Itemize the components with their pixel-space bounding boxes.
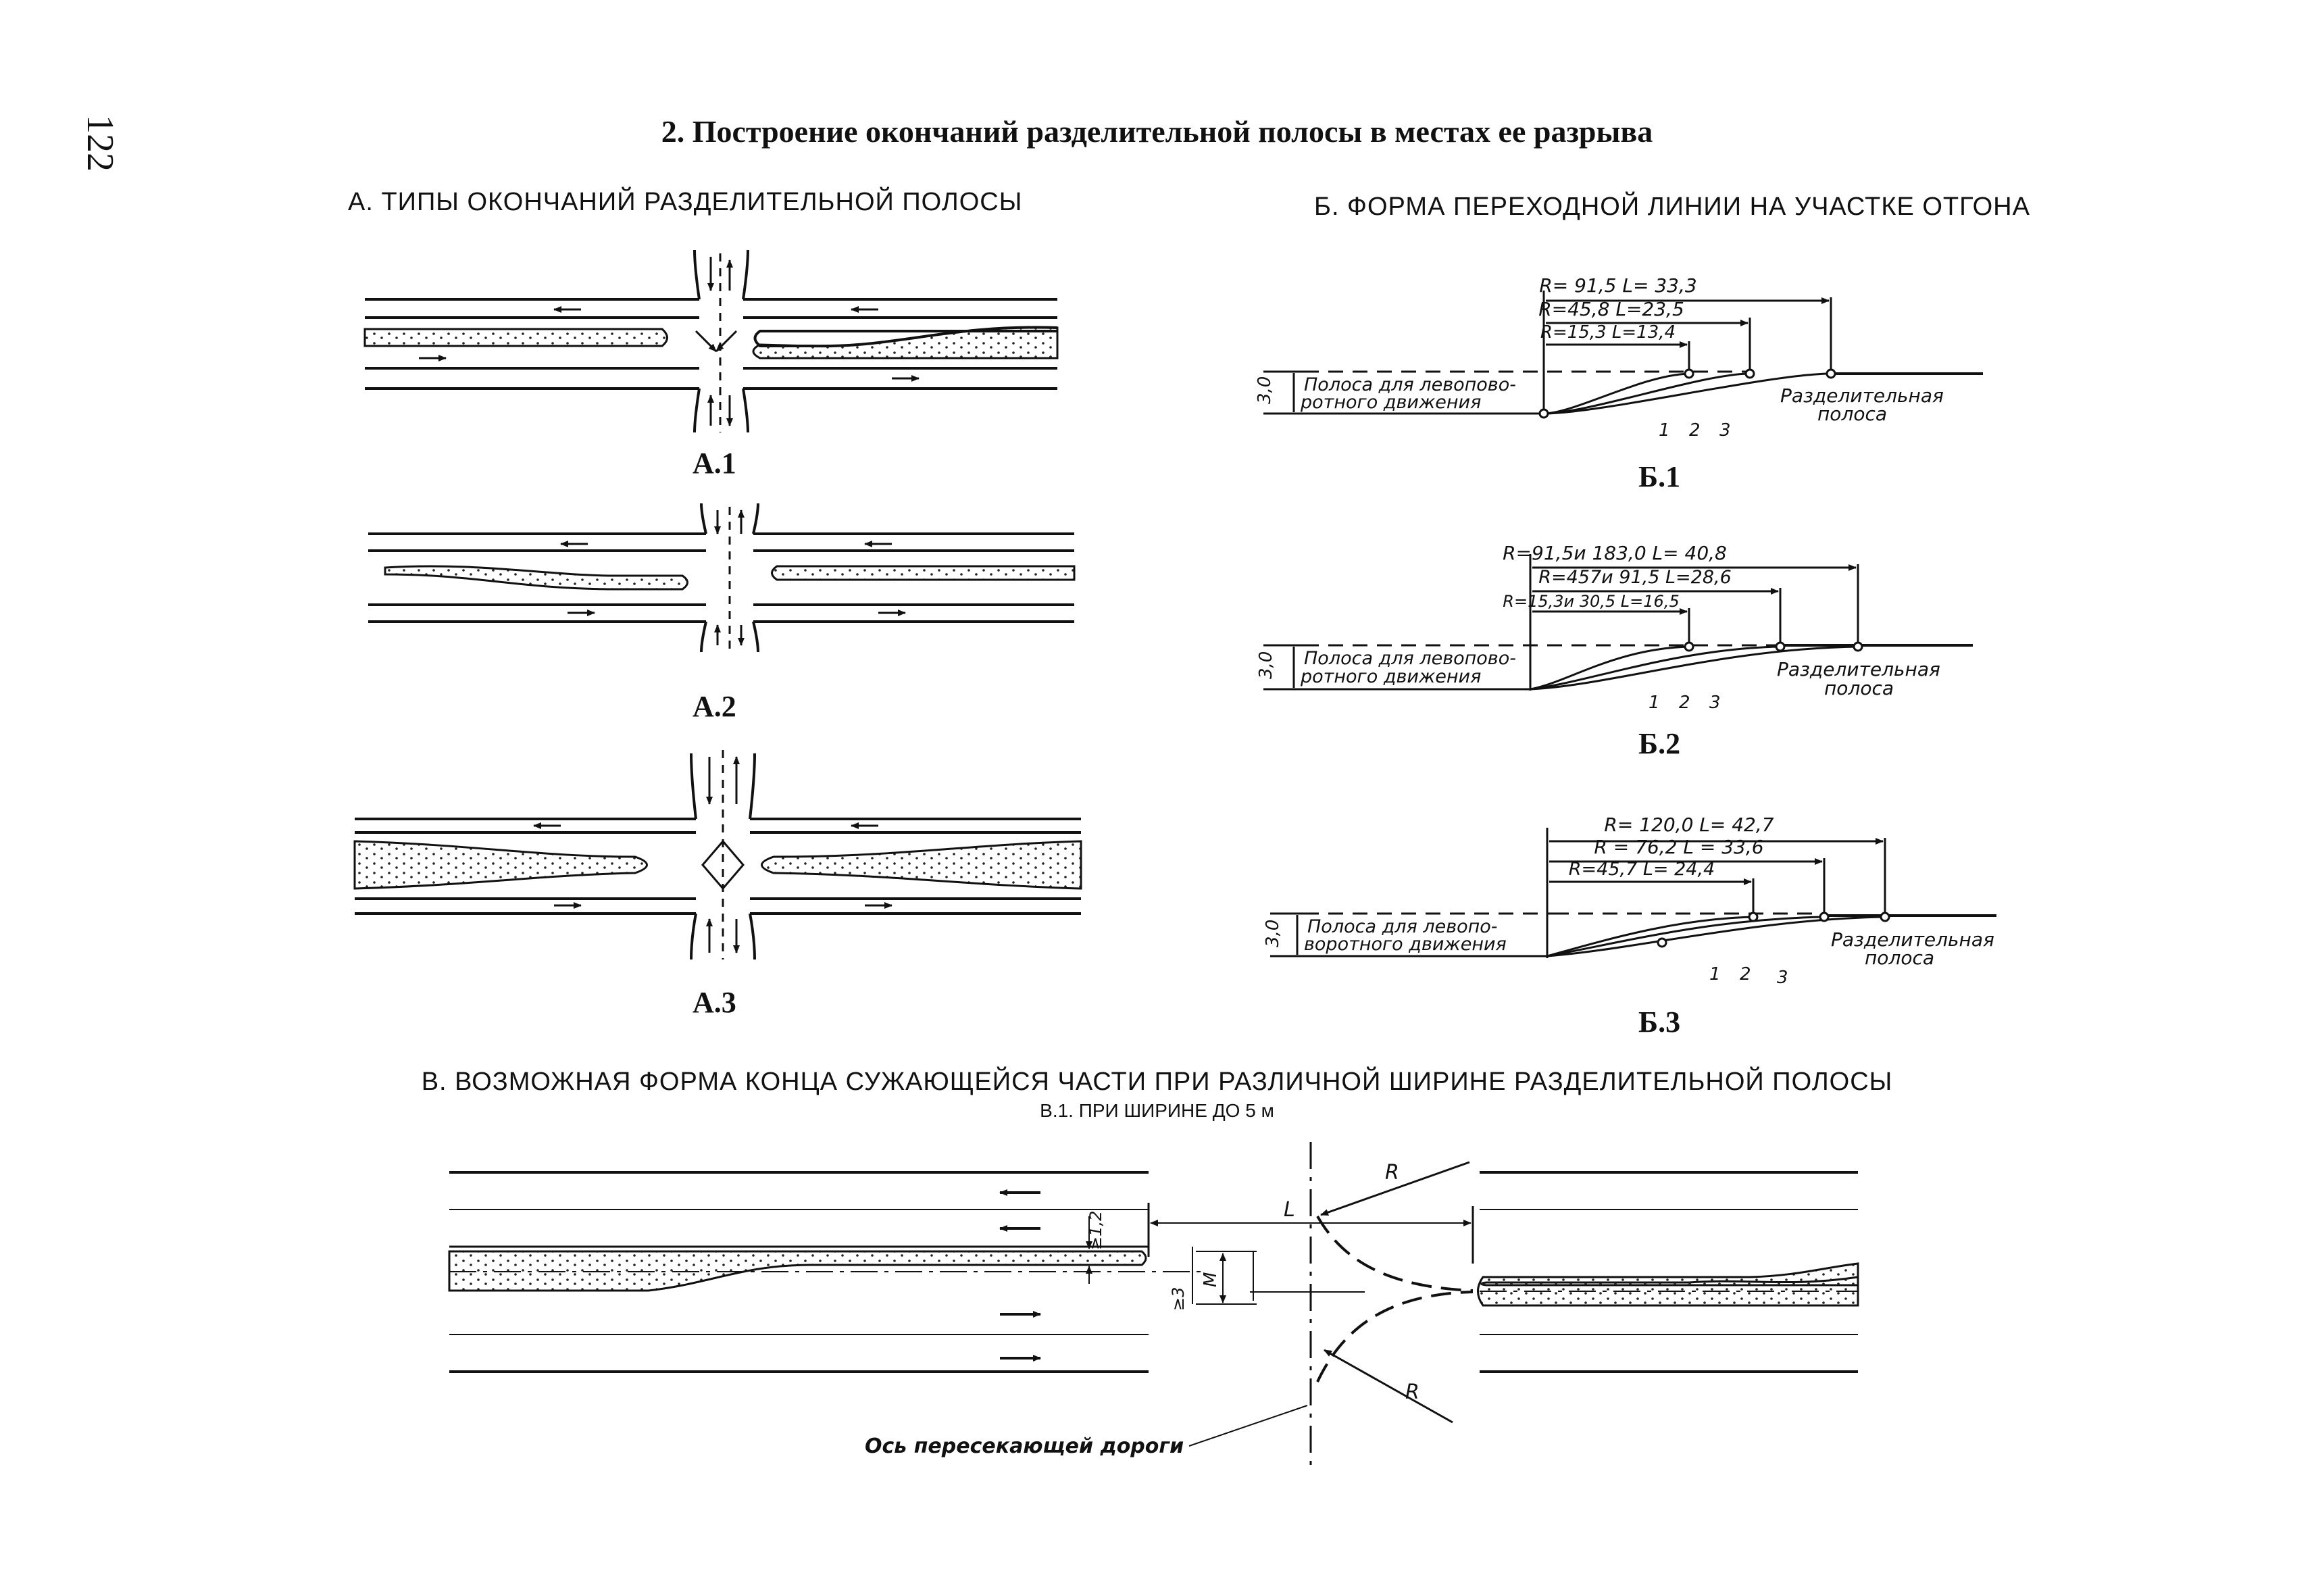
diagram-b3	[1270, 828, 1996, 958]
diagram-a2	[368, 503, 1076, 653]
c1-label-min3: ≥3	[1169, 1287, 1188, 1311]
b1-dim-3: R=15,3 L=13,4	[1540, 322, 1676, 343]
c1-label-l: L	[1284, 1198, 1295, 1222]
section-b-title: Б. ФОРМА ПЕРЕХОДНОЙ ЛИНИИ НА УЧАСТКЕ ОТГ…	[1314, 193, 2030, 221]
c1-axis-label: Ось пересекающей дороги	[865, 1435, 1184, 1458]
page-title: 2. Построение окончаний разделительной п…	[661, 114, 1653, 149]
b3-lane-label-1: Полоса для левопо-	[1307, 916, 1498, 937]
b3-dim-3: R=45,7 L= 24,4	[1569, 859, 1715, 880]
b3-median-label-1: Разделительная	[1831, 928, 1994, 951]
b2-median-label-1: Разделительная	[1777, 658, 1940, 680]
diagram-a1	[363, 249, 1059, 433]
c1-label-r-bottom: R	[1405, 1380, 1419, 1404]
b2-median-label-2: полоса	[1824, 677, 1894, 699]
b3-curve-1: 1	[1709, 964, 1721, 984]
b1-dim-1: R= 91,5 L= 33,3	[1539, 274, 1696, 297]
b3-curve-2: 2	[1740, 964, 1751, 984]
section-a-title: А. ТИПЫ ОКОНЧАНИЙ РАЗДЕЛИТЕЛЬНОЙ ПОЛОСЫ	[348, 188, 1023, 216]
b1-median-label-1: Разделительная	[1780, 384, 1944, 407]
b3-curve-3: 3	[1777, 968, 1788, 988]
b3-lane-label-2: воротного движения	[1304, 934, 1507, 955]
b2-dim-2: R=457и 91,5 L=28,6	[1538, 567, 1732, 588]
caption-b2: Б.2	[1638, 727, 1681, 760]
b3-width-label: 3,0	[1263, 920, 1283, 947]
b1-width-label: 3,0	[1255, 376, 1275, 404]
b3-dim-2: R = 76,2 L = 33,6	[1594, 836, 1763, 858]
b3-median-label-2: полоса	[1865, 947, 1934, 969]
caption-a1: А.1	[693, 447, 736, 480]
b3-dim-1: R= 120,0 L= 42,7	[1604, 814, 1774, 836]
b2-width-label: 3,0	[1256, 651, 1276, 679]
diagram-b1	[1263, 291, 1983, 419]
caption-a3: А.3	[693, 986, 736, 1019]
b2-curve-1: 1	[1649, 693, 1660, 713]
c1-label-min12: ≥1,2	[1086, 1211, 1105, 1250]
b1-dim-2: R=45,8 L=23,5	[1538, 298, 1684, 320]
caption-a2: А.2	[693, 690, 736, 723]
c1-label-r-top: R	[1385, 1161, 1399, 1184]
b2-lane-label-1: Полоса для левопово-	[1304, 648, 1516, 669]
c1-label-m: М	[1201, 1272, 1221, 1287]
b1-median-label-2: полоса	[1817, 403, 1887, 425]
b2-lane-label-2: ротного движения	[1300, 666, 1481, 687]
b2-curve-2: 2	[1679, 693, 1690, 713]
diagram-c1	[448, 1142, 1859, 1470]
b1-curve-3: 3	[1719, 420, 1731, 441]
section-c-title: В. ВОЗМОЖНАЯ ФОРМА КОНЦА СУЖАЮЩЕЙСЯ ЧАСТ…	[421, 1068, 1893, 1096]
section-c-subtitle: В.1. ПРИ ШИРИНЕ ДО 5 м	[1040, 1100, 1274, 1121]
b2-dim-3: R=15,3и 30,5 L=16,5	[1503, 592, 1679, 611]
b1-lane-label-1: Полоса для левопово-	[1304, 374, 1516, 395]
b2-curve-3: 3	[1709, 693, 1721, 713]
b1-curve-2: 2	[1689, 420, 1701, 441]
caption-b1: Б.1	[1638, 460, 1681, 493]
caption-b3: Б.3	[1638, 1005, 1681, 1039]
b2-dim-1: R=91,5и 183,0 L= 40,8	[1503, 542, 1727, 564]
b1-curve-1: 1	[1659, 420, 1670, 441]
b1-lane-label-2: ротного движения	[1300, 392, 1481, 413]
diagram-b2	[1263, 554, 1973, 691]
diagram-a3	[353, 750, 1082, 960]
